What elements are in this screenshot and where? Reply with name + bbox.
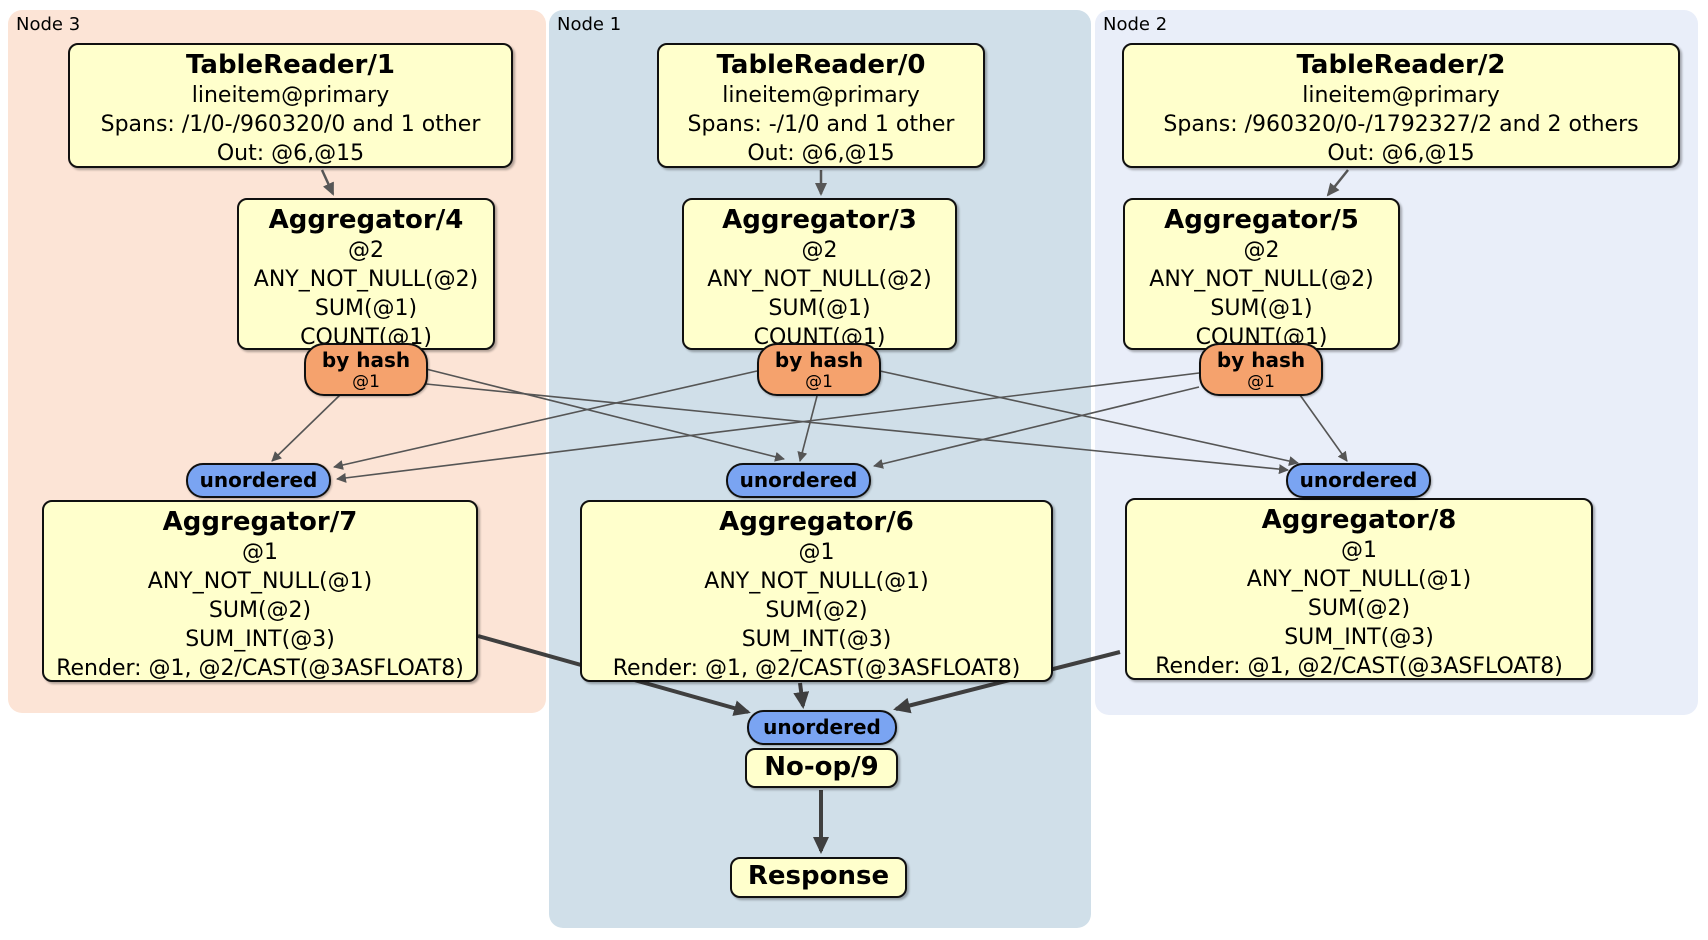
node-title: TableReader/1 [186,50,395,80]
node-detail: ANY_NOT_NULL(@2) [707,267,932,292]
node-aggregator-4: Aggregator/4 @2 ANY_NOT_NULL(@2) SUM(@1)… [237,198,495,350]
node-detail: ANY_NOT_NULL(@1) [147,569,373,594]
node-detail: @1 [798,540,835,565]
node-title: Aggregator/3 [722,205,917,235]
node-tablereader-0: TableReader/0 lineitem@primary Spans: -/… [657,43,985,168]
sync-unordered-final: unordered [747,710,897,745]
node-noop-9: No-op/9 [745,748,898,788]
node-detail: SUM(@2) [1307,596,1411,621]
node-detail: Spans: /1/0-/960320/0 and 1 other [100,112,481,137]
region-node1-label: Node 1 [557,14,622,35]
router-label: by hash [1216,348,1306,372]
node-detail: SUM_INT(@3) [185,627,335,652]
router-hash-column: @1 [352,372,380,392]
router-by-hash-node2: by hash @1 [1199,343,1323,396]
node-detail: SUM(@2) [765,598,868,623]
node-title: Aggregator/7 [162,507,358,537]
sync-unordered-node2: unordered [1286,463,1431,498]
edge-tablereader-to-aggregator [320,169,1349,197]
node-detail: SUM(@1) [1210,296,1313,321]
region-node3-label: Node 3 [16,14,81,35]
node-aggregator-7: Aggregator/7 @1 ANY_NOT_NULL(@1) SUM(@2)… [42,500,478,682]
node-title: Aggregator/4 [268,205,464,235]
node-detail: @1 [1341,538,1377,563]
node-title: Response [747,861,890,891]
node-aggregator-3: Aggregator/3 @2 ANY_NOT_NULL(@2) SUM(@1)… [682,198,957,350]
node-detail: COUNT(@1) [753,325,886,350]
node-detail: Render: @1, @2/CAST(@3ASFLOAT8) [56,656,464,681]
router-label: by hash [774,348,864,372]
node-detail: SUM(@1) [768,296,871,321]
router-by-hash-node1: by hash @1 [757,343,881,396]
node-aggregator-8: Aggregator/8 @1 ANY_NOT_NULL(@1) SUM(@2)… [1125,498,1593,680]
node-tablereader-1: TableReader/1 lineitem@primary Spans: /1… [68,43,513,168]
node-title: TableReader/2 [1296,50,1506,80]
node-detail: ANY_NOT_NULL(@2) [1149,267,1374,292]
node-detail: lineitem@primary [191,83,390,108]
router-label: by hash [321,348,411,372]
router-hash-column: @1 [805,372,833,392]
node-aggregator-5: Aggregator/5 @2 ANY_NOT_NULL(@2) SUM(@1)… [1123,198,1400,350]
node-response: Response [730,857,907,898]
node-detail: @2 [348,238,384,263]
edge-byhash-to-unordered [271,368,1348,483]
node-detail: @2 [801,238,838,263]
region-node2-label: Node 2 [1103,14,1168,35]
node-detail: @2 [1243,238,1280,263]
node-detail: Render: @1, @2/CAST(@3ASFLOAT8) [612,656,1021,681]
node-title: Aggregator/8 [1261,505,1457,535]
node-detail: Spans: /960320/0-/1792327/2 and 2 others [1163,112,1639,137]
router-by-hash-node3: by hash @1 [304,343,428,396]
node-title: Aggregator/6 [719,507,914,537]
node-detail: Spans: -/1/0 and 1 other [687,112,955,137]
node-detail: lineitem@primary [722,83,920,108]
sync-unordered-node1: unordered [726,463,871,498]
node-title: TableReader/0 [716,50,926,80]
node-aggregator-6: Aggregator/6 @1 ANY_NOT_NULL(@1) SUM(@2)… [580,500,1053,682]
node-detail: COUNT(@1) [300,325,432,350]
node-tablereader-2: TableReader/2 lineitem@primary Spans: /9… [1122,43,1680,168]
node-title: No-op/9 [764,752,879,782]
node-detail: ANY_NOT_NULL(@1) [1246,567,1472,592]
node-detail: SUM(@2) [208,598,312,623]
router-hash-column: @1 [1247,372,1275,392]
node-detail: Render: @1, @2/CAST(@3ASFLOAT8) [1155,654,1563,679]
node-detail: Out: @6,@15 [216,141,365,166]
node-detail: SUM(@1) [314,296,418,321]
node-detail: COUNT(@1) [1195,325,1328,350]
node-title: Aggregator/5 [1164,205,1359,235]
node-detail: Out: @6,@15 [747,141,895,166]
node-detail: @1 [242,540,278,565]
node-detail: SUM_INT(@3) [1284,625,1434,650]
node-detail: ANY_NOT_NULL(@1) [704,569,929,594]
node-detail: ANY_NOT_NULL(@2) [253,267,479,292]
node-detail: Out: @6,@15 [1327,141,1475,166]
node-detail: lineitem@primary [1302,83,1500,108]
sync-unordered-node3: unordered [186,463,331,498]
node-detail: SUM_INT(@3) [741,627,892,652]
